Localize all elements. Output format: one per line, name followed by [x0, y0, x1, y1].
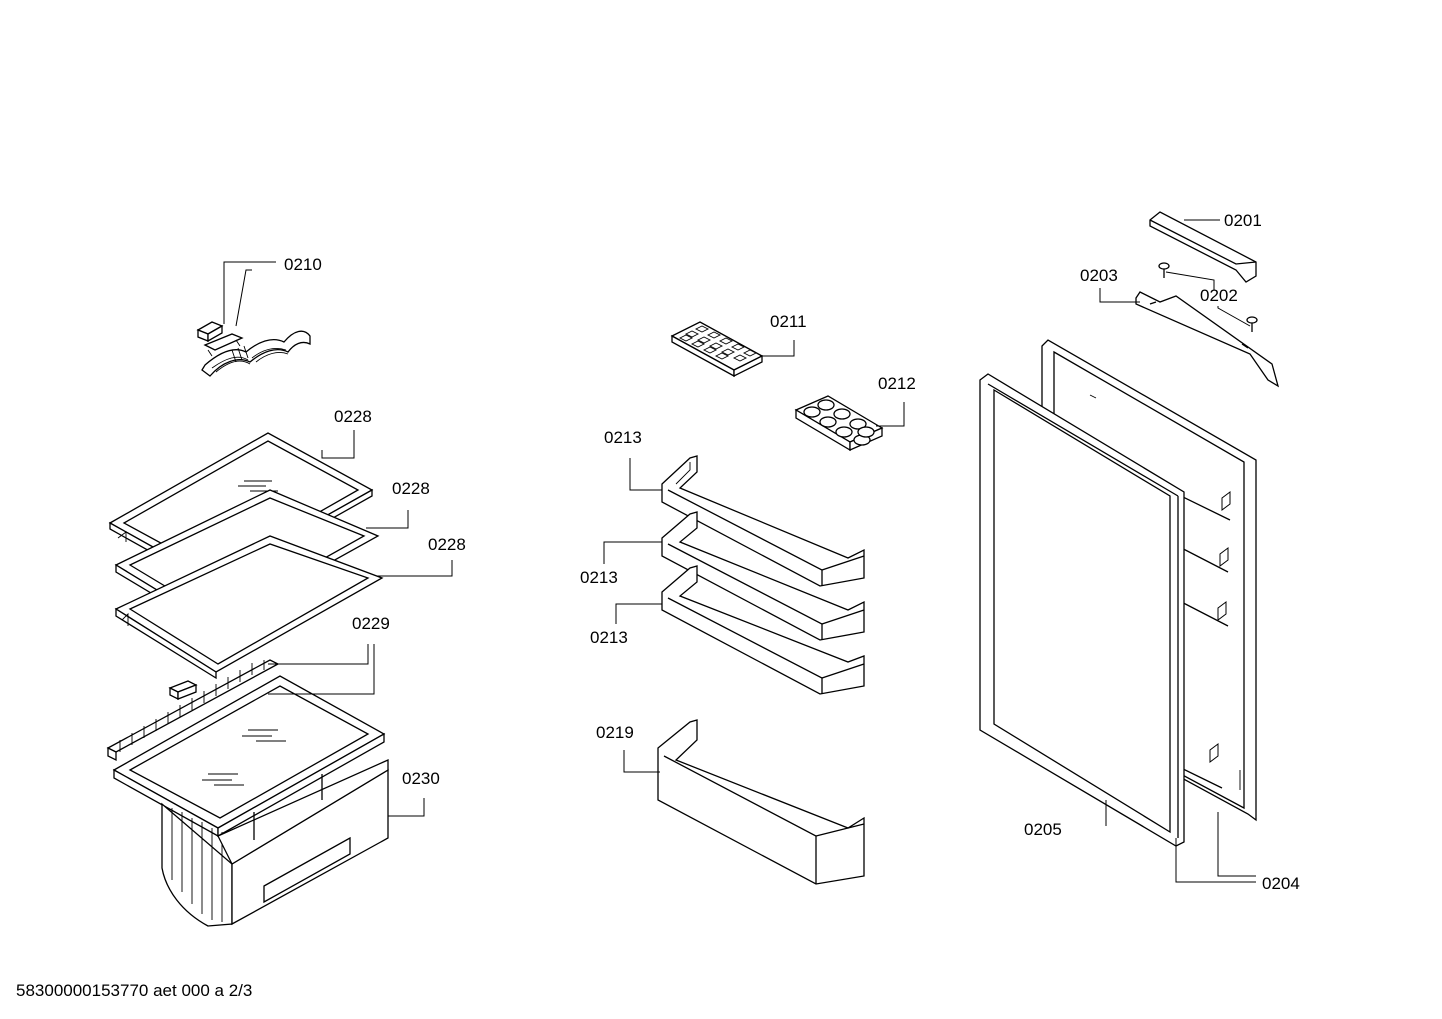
part-0205-door-gasket: [979, 373, 1185, 847]
label-0205: 0205: [1024, 820, 1062, 839]
label-0204: 0204: [1262, 874, 1300, 893]
label-0229: 0229: [352, 614, 390, 633]
part-0213-door-bin-bottom: [661, 565, 865, 695]
label-0213-bottom: 0213: [590, 628, 628, 647]
label-0228-top: 0228: [334, 407, 372, 426]
label-0230: 0230: [402, 769, 440, 788]
leader-lines: [223, 219, 1256, 883]
label-0202: 0202: [1200, 286, 1238, 305]
part-0210-shelf-support: [196, 321, 311, 377]
part-0212-egg-tray: [794, 395, 884, 452]
part-0229-crisper-cover: [106, 659, 386, 838]
document-number-footer: 58300000153770 aet 000 a 2/3: [16, 981, 253, 1000]
part-0213-door-bin-top: [661, 455, 865, 587]
part-0230-crisper-drawer: [161, 758, 389, 927]
part-0203-hinge-bracket: [1135, 291, 1280, 388]
part-0213-door-bin-middle: [661, 511, 865, 641]
part-0211-ice-tray: [670, 321, 764, 378]
label-0213-middle: 0213: [580, 568, 618, 587]
label-0210: 0210: [284, 255, 322, 274]
part-labels: 0210 0228 0228 0228 0229 0230 0211 0212 …: [284, 211, 1300, 893]
label-0219: 0219: [596, 723, 634, 742]
part-0228-glass-shelf-bottom: [114, 535, 384, 680]
part-0202-screws: [1158, 262, 1258, 332]
label-0228-bottom: 0228: [428, 535, 466, 554]
label-0212: 0212: [878, 374, 916, 393]
label-0201: 0201: [1224, 211, 1262, 230]
label-0211: 0211: [770, 312, 807, 331]
label-0203: 0203: [1080, 266, 1118, 285]
label-0213-top: 0213: [604, 428, 642, 447]
label-0228-middle: 0228: [392, 479, 430, 498]
part-0201-cover-strip: [1149, 211, 1257, 283]
part-0219-bottle-bin: [657, 719, 865, 885]
